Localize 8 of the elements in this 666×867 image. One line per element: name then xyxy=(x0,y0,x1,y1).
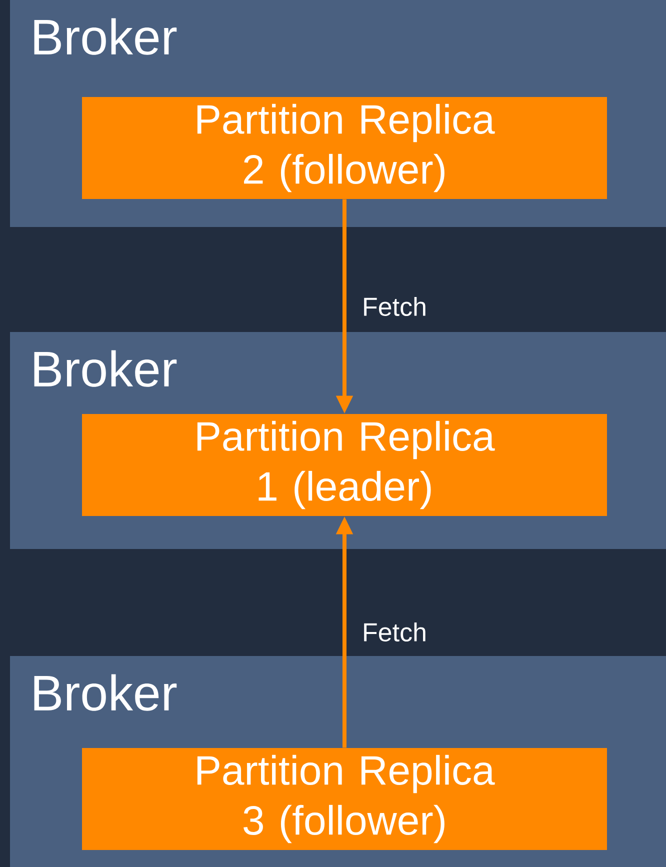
edge-label: Fetch xyxy=(360,620,429,644)
panel-heading: Broker xyxy=(34,674,177,711)
edge-label: Fetch xyxy=(360,294,429,318)
replica-box: Partition Replica 3 (follower) xyxy=(82,748,607,850)
panel-heading: Broker xyxy=(34,18,177,55)
replica-box: Partition Replica 1 (leader) xyxy=(82,414,607,516)
replica-box: Partition Replica 2 (follower) xyxy=(82,97,607,199)
panel-heading: Broker xyxy=(34,350,177,387)
